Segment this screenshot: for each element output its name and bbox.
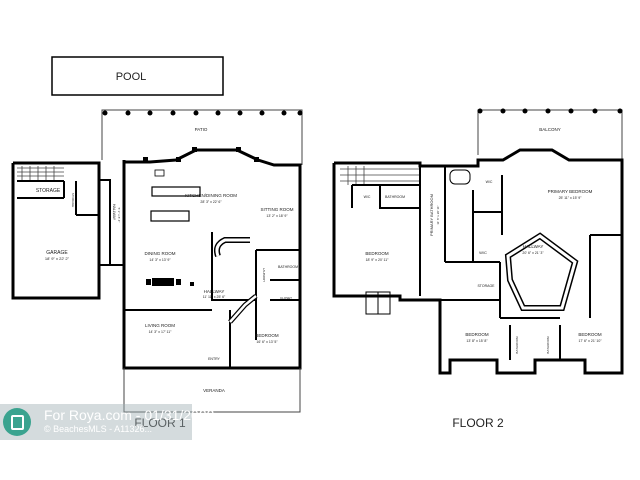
f2-bedroom-right-dims: 17' 6" x 21' 10"	[578, 339, 602, 343]
dining-label: DINING ROOM	[145, 251, 176, 256]
dining-dims: 14' 3" x 13' 9"	[149, 258, 171, 262]
f2-wic2-label: W/C	[486, 180, 493, 184]
f2-storage-label: STORAGE	[477, 284, 495, 288]
living-label: LIVING ROOM	[145, 323, 175, 328]
garage-dims: 18' 9" x 22' 2"	[45, 256, 70, 261]
f2-bedroom-mid-dims: 13' 8" x 15' 8"	[466, 339, 488, 343]
f1-side-hallway-label: HALLWAY	[112, 204, 116, 221]
patio-posts	[102, 110, 303, 116]
kitchen-island	[151, 186, 201, 197]
f2-bathroom-b-label: BATHROOM	[546, 336, 550, 354]
kitchen-dims: 28' 3" x 22' 6"	[200, 200, 222, 204]
f2-wic3-label: W/C	[479, 250, 487, 255]
watermark-sub: © BeachesMLS - A11326...	[44, 424, 153, 434]
balcony-label: BALCONY	[539, 127, 561, 132]
f1-bedroom-dims: 16' 6" x 13' 5"	[256, 340, 278, 344]
patio-label: PATIO	[195, 127, 208, 132]
floor2-title: FLOOR 2	[452, 416, 504, 430]
f2-primary-bath-label: PRIMARY BATHROOM	[429, 194, 434, 236]
floor1-title: FLOOR 1	[134, 416, 186, 430]
sitting-label: SITTING ROOM	[261, 207, 294, 212]
floor1-plan: PATIO STORAGE STORAGE GARAGE 18' 9" x 22…	[11, 109, 303, 430]
f2-hallway-dims: 20' 6" x 21' 3"	[522, 251, 544, 255]
f2-primary-bedroom-label: PRIMARY BEDROOM	[548, 189, 593, 194]
f2-bedroom-right-label: BEDROOM	[578, 332, 602, 337]
f2-bathroom1-label: BATHROOM	[385, 195, 405, 199]
f1-hallway-label: HALLWAY	[204, 289, 225, 294]
garage-label: GARAGE	[46, 250, 68, 256]
pool-box	[51, 56, 224, 96]
f2-bedroom-mid-label: BEDROOM	[465, 332, 489, 337]
f1-bedroom-label: BEDROOM	[255, 333, 279, 338]
dining-table	[146, 278, 181, 286]
sitting-dims: 13' 2" x 18' 9"	[266, 214, 288, 218]
living-dims: 14' 3" x 17' 11"	[149, 330, 173, 334]
f2-bedroom-left-label: BEDROOM	[365, 251, 389, 256]
f1-storage-label: STORAGE	[36, 188, 61, 194]
f1-bathroom-label: BATHROOM	[278, 265, 298, 269]
f2-bedroom-left-dims: 18' 9" x 20' 11"	[366, 258, 390, 262]
f1-side-hallway-dims: 5' 3" x 8' 4"	[117, 208, 121, 223]
f1-hallway-dims: 11' 11" x 25' 6"	[203, 295, 226, 299]
patio-outline	[101, 109, 303, 165]
f2-primary-bath-dims: 11' 6" x 20' 11"	[436, 205, 440, 224]
watermark-brand: For Roya.com - 01/31/2023	[44, 407, 215, 423]
f1-laundry-label: LAUNDRY	[262, 268, 266, 282]
pool-label: POOL	[116, 71, 147, 83]
veranda-label: VERANDA	[203, 388, 225, 393]
f2-primary-bedroom-dims: 25' 11" x 15' 9"	[559, 196, 583, 200]
garage-block	[11, 161, 101, 300]
house-logo-icon	[3, 408, 31, 436]
garage-stairs	[17, 166, 64, 180]
f1-closet-label: CLOSET	[280, 296, 292, 300]
f2-hallway-label: HALLWAY	[523, 244, 544, 249]
kitchen-label: KITCHEN/DINING ROOM	[185, 193, 237, 198]
entry-label: ENTRY	[208, 357, 220, 361]
watermark-banner: For Roya.com - 01/31/2023 © BeachesMLS -…	[0, 404, 214, 440]
f1-storage-small-label: STORAGE	[71, 193, 75, 208]
f2-wic1-label: W/C	[364, 195, 371, 199]
f2-bathroom-a-label: BATHROOM	[515, 336, 519, 354]
floor2-plan: BALCONY	[332, 108, 624, 430]
